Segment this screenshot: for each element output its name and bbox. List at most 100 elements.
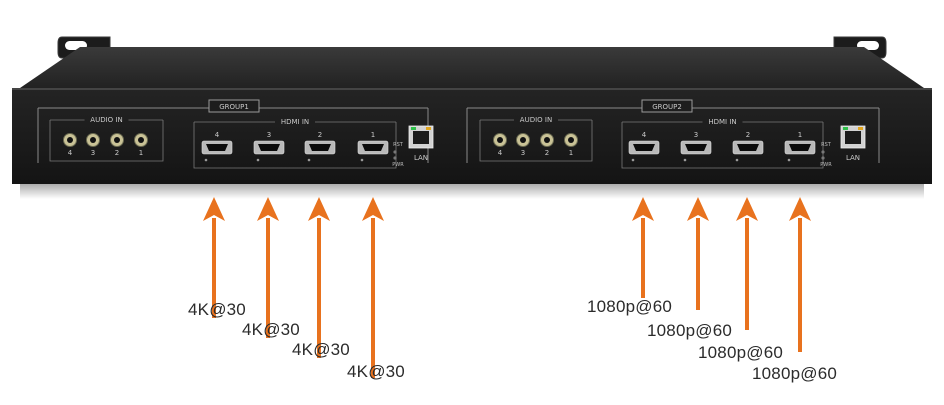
device-shadow [20,183,924,199]
audio-port-number: 2 [115,149,119,157]
arrow-head-icon [257,197,279,221]
hdmi-port-led [307,158,311,162]
hdmi-port-led [360,158,364,162]
group-title-box [208,99,260,113]
hdmi-in-title: HDMI IN [281,118,309,126]
hdmi-frame [621,121,824,169]
chassis-edge [12,88,932,90]
rst-button-icon [393,150,397,154]
chassis-face [12,88,932,184]
lan-label: LAN [846,154,860,162]
hdmi-port-slot [685,144,707,151]
input-arrow [257,197,279,338]
rst-label: RST [821,142,832,148]
arrow-head-icon [789,197,811,221]
input-arrow [308,197,330,358]
input-resolution-label: 1080p@60 [587,297,673,316]
input-resolution-label: 4K@30 [292,340,350,359]
hdmi-port-led [631,158,635,162]
input-arrow [203,197,225,318]
audio-frame [479,119,593,162]
hdmi-port-number: 4 [215,131,220,139]
audio-port-number: 2 [545,149,549,157]
hdmi-port-number: 3 [267,131,271,139]
arrow-head-icon [736,197,758,221]
hdmi-frame [193,121,397,169]
audio-port-number: 1 [569,149,573,157]
audio-jack-hole [544,137,550,143]
pwr-label: PWR [392,162,404,168]
input-resolution-label: 1080p@60 [752,364,838,383]
hdmi-port-slot [362,144,384,151]
hdmi-port-number: 1 [371,131,375,139]
audio-jack-hole [568,137,574,143]
lan-led-amber [426,127,431,130]
input-arrow [632,197,654,298]
lan-led-green [411,127,416,130]
arrow-head-icon [362,197,384,221]
input-resolution-label: 4K@30 [188,300,246,319]
lan-label: LAN [414,154,428,162]
arrow-head-icon [308,197,330,221]
pwr-label: PWR [820,162,832,168]
hdmi-port-led [204,158,208,162]
hdmi-port-slot [309,144,331,151]
rst-label: RST [393,142,404,148]
hdmi-in-title: HDMI IN [708,118,736,126]
audio-jack-hole [114,137,120,143]
arrow-head-icon [687,197,709,221]
input-arrow [736,197,758,330]
hdmi-port-led [787,158,791,162]
hdmi-port-slot [737,144,759,151]
hdmi-port-number: 2 [318,131,322,139]
audio-port-number: 3 [91,149,95,157]
hdmi-port-slot [206,144,228,151]
rst-button-icon [821,150,825,154]
hdmi-port-led [735,158,739,162]
audio-jack-hole [520,137,526,143]
lan-port-socket [845,131,861,144]
audio-jack-hole [67,137,73,143]
lan-led-amber [858,127,863,130]
arrow-head-icon [203,197,225,221]
hdmi-port-led [256,158,260,162]
audio-jack-hole [138,137,144,143]
hdmi-port-led [683,158,687,162]
hdmi-port-slot [633,144,655,151]
group-title-box [641,99,693,113]
input-resolution-label: 1080p@60 [698,343,784,362]
input-arrow [789,197,811,352]
pwr-led-icon [393,156,397,160]
audio-port-number: 1 [139,149,143,157]
group-title: GROUP1 [219,103,249,111]
audio-in-title: AUDIO IN [520,116,552,124]
audio-jack-hole [497,137,503,143]
input-arrows [203,197,811,378]
lan-led-green [843,127,848,130]
audio-in-title: AUDIO IN [90,116,122,124]
audio-port-number: 4 [498,149,503,157]
hdmi-port-slot [258,144,280,151]
pwr-led-icon [821,156,825,160]
arrow-head-icon [632,197,654,221]
input-resolution-label: 1080p@60 [647,321,733,340]
input-resolution-label: 4K@30 [347,362,405,381]
group-title: GROUP2 [652,103,682,111]
hdmi-port-number: 2 [746,131,750,139]
audio-jack-hole [90,137,96,143]
audio-port-number: 3 [521,149,525,157]
audio-frame [49,119,164,162]
input-arrow [687,197,709,310]
chassis-top [20,47,924,88]
input-resolution-label: 4K@30 [242,320,300,339]
hdmi-port-number: 3 [694,131,698,139]
lan-port-socket [413,131,429,144]
input-arrow [362,197,384,378]
hdmi-port-number: 1 [798,131,802,139]
hdmi-port-slot [789,144,811,151]
hdmi-port-number: 4 [642,131,647,139]
